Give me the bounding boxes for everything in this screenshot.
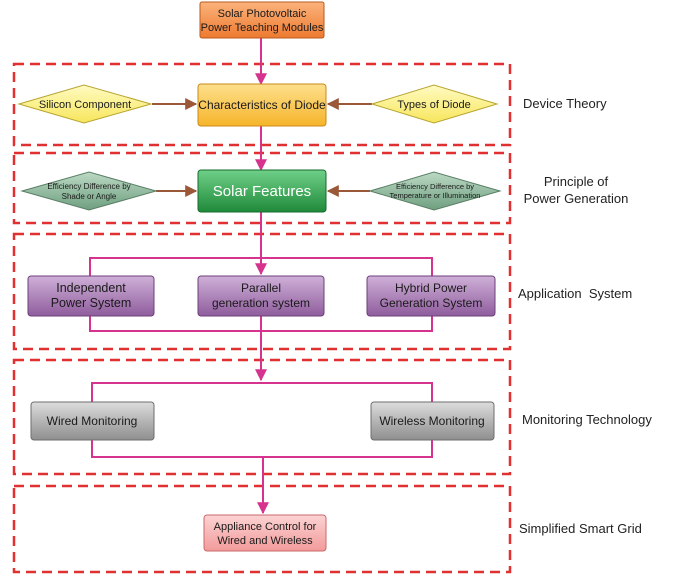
svg-text:Hybrid Power: Hybrid Power [395, 281, 467, 295]
parallel-generation-system-box: Parallel generation system [197, 275, 325, 317]
connector-monitoring-branch-bottom [91, 440, 433, 458]
diamond-efficiency-shade-angle: Efficiency Difference by Shade or Angle [20, 171, 158, 211]
section-label-application-system: Application System [518, 286, 632, 301]
diamond-efficiency-temperature-illumination: Efficiency Difference by Temperature or … [368, 171, 502, 211]
section-label-smart-grid: Simplified Smart Grid [519, 521, 642, 536]
connector-monitoring-branch-top [91, 382, 433, 402]
svg-text:Efficiency Difference by: Efficiency Difference by [47, 182, 130, 191]
section-label-monitoring-technology: Monitoring Technology [522, 412, 652, 427]
svg-text:Appliance Control for: Appliance Control for [214, 521, 317, 533]
solar-features-box: Solar Features [197, 169, 327, 213]
svg-text:Shade or Angle: Shade or Angle [62, 192, 117, 201]
diamond-silicon-component: Silicon Component [17, 84, 153, 124]
svg-text:Characteristics of Diode: Characteristics of Diode [198, 98, 326, 112]
top-module-line2: Power Teaching Modules [201, 22, 324, 34]
characteristics-of-diode-box: Characteristics of Diode [197, 83, 327, 127]
top-module-box: Solar Photovoltaic Power Teaching Module… [199, 1, 325, 39]
svg-text:Silicon Component: Silicon Component [39, 99, 131, 111]
section-label-principle-line2: Power Generation [524, 191, 629, 206]
svg-text:Parallel: Parallel [241, 281, 281, 295]
svg-text:Temperature or Illumination: Temperature or Illumination [390, 191, 481, 200]
svg-text:Power System: Power System [51, 296, 132, 310]
svg-text:Wired and Wireless: Wired and Wireless [217, 535, 313, 547]
wired-monitoring-box: Wired Monitoring [30, 401, 155, 441]
top-module-line1: Solar Photovoltaic [218, 8, 307, 20]
svg-text:Wireless Monitoring: Wireless Monitoring [379, 414, 484, 428]
svg-text:Independent: Independent [56, 281, 126, 295]
section-label-device-theory: Device Theory [523, 96, 607, 111]
appliance-control-box: Appliance Control for Wired and Wireless [203, 514, 327, 552]
independent-power-system-box: Independent Power System [27, 275, 155, 317]
section-label-principle-line1: Principle of [544, 174, 609, 189]
hybrid-power-generation-system-box: Hybrid Power Generation System [366, 275, 496, 317]
diamond-types-of-diode: Types of Diode [370, 84, 499, 124]
svg-text:Types of Diode: Types of Diode [397, 99, 470, 111]
svg-text:Efficiency Difference by: Efficiency Difference by [396, 182, 474, 191]
wireless-monitoring-box: Wireless Monitoring [370, 401, 495, 441]
svg-text:generation system: generation system [212, 296, 310, 310]
svg-text:Solar Features: Solar Features [213, 183, 311, 200]
svg-text:Generation System: Generation System [380, 296, 483, 310]
svg-text:Wired Monitoring: Wired Monitoring [47, 414, 138, 428]
